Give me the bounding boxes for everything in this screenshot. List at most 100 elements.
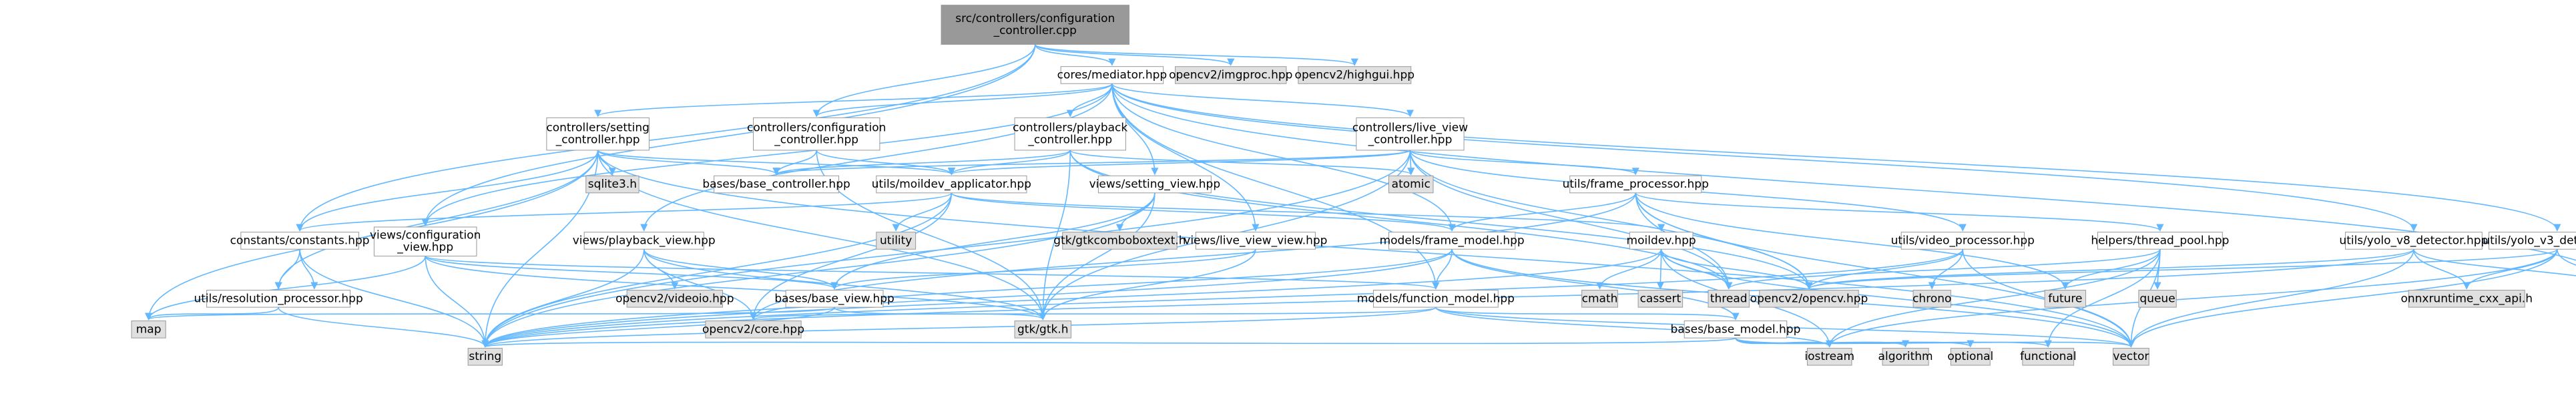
node-playback_ctrl-label: controllers/playback: [1013, 122, 1127, 135]
edges-layer: [145, 43, 2576, 348]
node-cassert-box: [1637, 290, 1684, 308]
node-imgproc-label: opencv2/imgproc.hpp: [1169, 68, 1292, 81]
node-config_ctrl[interactable]: controllers/configuration_controller.hpp: [747, 117, 886, 151]
edge-root-to-config_view: [421, 44, 1036, 227]
node-thread[interactable]: thread: [1708, 290, 1750, 308]
node-liveview_ctrl[interactable]: controllers/live_view_controller.hpp: [1352, 117, 1468, 151]
node-video_proc-label: utils/video_processor.hpp: [1891, 234, 2035, 247]
node-frame_proc-label: utils/frame_processor.hpp: [1563, 178, 1709, 191]
node-onnx[interactable]: onnxruntime_cxx_api.h: [2400, 290, 2533, 308]
edge-yolo_v3-to-vector: [2127, 249, 2558, 348]
node-imgproc[interactable]: opencv2/imgproc.hpp: [1169, 66, 1292, 84]
node-videoio[interactable]: opencv2/videoio.hpp: [615, 290, 734, 308]
node-base_ctrl-box: [714, 175, 839, 194]
edge-moildev_app-to-core: [749, 192, 953, 321]
node-base_model[interactable]: bases/base_model.hpp: [1671, 321, 1801, 339]
edge-res_proc-to-string: [278, 307, 489, 348]
node-root[interactable]: src/controllers/configuration_controller…: [941, 5, 1130, 45]
node-core[interactable]: opencv2/core.hpp: [702, 321, 804, 339]
node-algorithm[interactable]: algorithm: [1878, 347, 1933, 366]
node-string[interactable]: string: [467, 347, 503, 366]
node-frame_model[interactable]: models/frame_model.hpp: [1380, 232, 1525, 250]
node-cassert[interactable]: cassert: [1637, 290, 1684, 308]
edge-base_model-to-vector: [1735, 337, 2135, 348]
edge-playback_view-to-string: [481, 249, 645, 348]
node-utility-label: utility: [880, 234, 912, 247]
node-optional[interactable]: optional: [1947, 347, 1993, 366]
node-chrono[interactable]: chrono: [1912, 290, 1951, 308]
node-queue-label: queue: [2139, 292, 2175, 305]
edge-mediator-to-playback_ctrl: [1066, 83, 1113, 118]
node-video_proc[interactable]: utils/video_processor.hpp: [1891, 232, 2035, 250]
edge-res_proc-to-map: [145, 307, 279, 321]
node-gtk[interactable]: gtk/gtk.h: [1014, 321, 1072, 339]
edge-frame_proc-to-thread_pool: [1635, 192, 2164, 232]
edge-mediator-to-frame_model: [1111, 83, 1456, 232]
node-utility[interactable]: utility: [876, 232, 917, 250]
edge-moildev_app-to-utility: [892, 192, 953, 232]
node-map[interactable]: map: [131, 321, 166, 339]
node-vector[interactable]: vector: [2113, 347, 2149, 366]
node-queue[interactable]: queue: [2138, 290, 2177, 308]
node-functional[interactable]: functional: [2020, 347, 2077, 366]
edge-function_model-to-base_model: [1435, 307, 1740, 321]
node-yolo_v3-box: [2488, 232, 2576, 250]
edge-function_model-to-string: [481, 307, 1437, 348]
node-thread_pool-box: [2097, 232, 2223, 250]
node-setting_view-label: views/setting_view.hpp: [1089, 178, 1221, 191]
node-imgproc-box: [1175, 66, 1287, 84]
node-videoio-label: opencv2/videoio.hpp: [615, 292, 734, 305]
edge-moildev-to-opencv: [1660, 248, 1813, 290]
node-root-label: src/controllers/configuration: [955, 12, 1115, 25]
edge-yolo_v8-to-opencv: [1805, 248, 2414, 290]
node-frame_proc[interactable]: utils/frame_processor.hpp: [1563, 175, 1709, 194]
node-moildev-label: moildev.hpp: [1627, 234, 1696, 247]
nodes-layer: src/controllers/configuration_controller…: [131, 5, 2576, 366]
node-liveview_view[interactable]: views/live_view_view.hpp: [1184, 232, 1327, 250]
node-string-box: [467, 347, 503, 366]
node-future[interactable]: future: [2044, 290, 2087, 308]
node-queue-box: [2138, 290, 2177, 308]
node-mediator[interactable]: cores/mediator.hpp: [1057, 66, 1168, 84]
node-thread_pool[interactable]: helpers/thread_pool.hpp: [2091, 232, 2229, 250]
node-moildev_app[interactable]: utils/moildev_applicator.hpp: [872, 175, 1031, 194]
edge-moildev_app-to-moildev: [951, 192, 1665, 232]
node-sqlite[interactable]: sqlite3.h: [585, 175, 639, 194]
node-base_ctrl[interactable]: bases/base_controller.hpp: [702, 175, 850, 194]
edge-liveview_ctrl-to-thread: [1409, 150, 1733, 290]
node-liveview_view-label: views/live_view_view.hpp: [1184, 234, 1327, 247]
edge-playback_ctrl-to-gtk: [1039, 150, 1071, 321]
node-yolo_v8[interactable]: utils/yolo_v8_detector.hpp: [2339, 232, 2488, 250]
node-atomic[interactable]: atomic: [1388, 175, 1434, 194]
node-yolo_v3[interactable]: utils/yolo_v3_detector.hpp: [2483, 232, 2576, 250]
node-iostream-label: iostream: [1804, 350, 1854, 363]
node-base_view[interactable]: bases/base_view.hpp: [774, 290, 894, 308]
node-highgui-label: opencv2/highgui.hpp: [1295, 68, 1415, 81]
node-combobox[interactable]: gtk/gtkcomboboxtext.h: [1053, 232, 1186, 250]
node-cmath[interactable]: cmath: [1581, 290, 1618, 308]
node-res_proc[interactable]: utils/resolution_processor.hpp: [194, 290, 363, 308]
node-algorithm-box: [1882, 347, 1929, 366]
edge-frame_model-to-base_model: [1451, 249, 1740, 321]
node-opencv-label: opencv2/opencv.hpp: [1750, 292, 1868, 305]
edge-yolo_v3-to-memory: [2557, 249, 2576, 266]
edge-mediator-to-liveview_ctrl: [1111, 83, 1414, 118]
node-config_view[interactable]: views/configuration_view.hpp: [370, 226, 481, 256]
node-highgui[interactable]: opencv2/highgui.hpp: [1295, 66, 1415, 84]
node-iostream[interactable]: iostream: [1804, 347, 1854, 366]
edge-thread_pool-to-iostream: [1826, 249, 2161, 348]
node-constants[interactable]: constants/constants.hpp: [230, 232, 370, 250]
node-function_model[interactable]: models/function_model.hpp: [1357, 290, 1515, 308]
node-opencv[interactable]: opencv2/opencv.hpp: [1750, 290, 1868, 308]
edge-mediator-to-config_view: [421, 83, 1113, 227]
node-setting_view[interactable]: views/setting_view.hpp: [1089, 175, 1221, 194]
node-setting_ctrl[interactable]: controllers/setting_controller.hpp: [546, 117, 650, 151]
node-cmath-label: cmath: [1582, 292, 1618, 305]
edge-thread_pool-to-thread: [1725, 248, 2161, 290]
node-onnx-box: [2408, 290, 2525, 308]
node-moildev[interactable]: moildev.hpp: [1627, 232, 1696, 250]
node-playback_view[interactable]: views/playback_view.hpp: [573, 232, 716, 250]
node-frame_proc-box: [1569, 175, 1702, 194]
node-playback_ctrl[interactable]: controllers/playback_controller.hpp: [1013, 117, 1127, 151]
edge-function_model-to-iostream: [1435, 307, 1834, 348]
